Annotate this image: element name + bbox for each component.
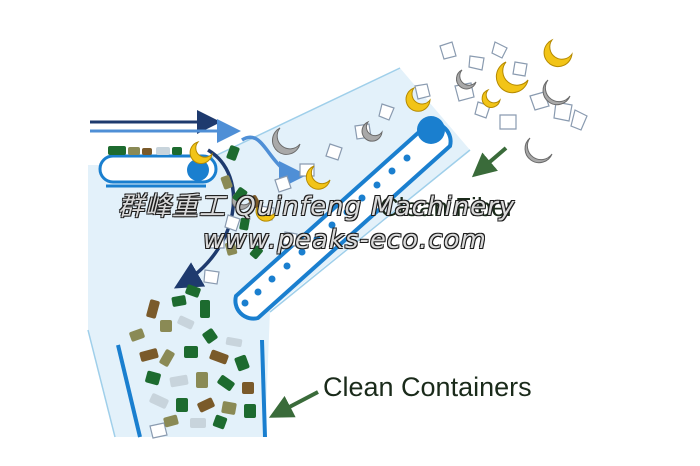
head-roller [417,116,445,144]
containers-flow-arrow [173,148,236,289]
belt-dots [241,154,411,307]
container-pieces [108,145,263,430]
inclined-belt [233,116,453,321]
clean-fiber-pointer-arrow [471,146,508,178]
infeed-conveyor [98,154,218,184]
bin-left-wall [116,344,142,438]
clean-containers-pointer-arrow [268,390,319,418]
infeed-roller [187,159,209,181]
clean-fiber-label: Clean Fiber [380,192,515,222]
feed-lines [90,110,241,188]
clean-containers-label: Clean Containers [323,372,532,402]
watermark-company: 群峰重工 Quinfeng Machinery [118,192,516,222]
fiber-flow-arrow [241,135,307,189]
watermark-url: www.peaks-eco.com [203,225,487,255]
fiber-pieces [149,38,588,439]
bin-right-wall [260,339,267,438]
